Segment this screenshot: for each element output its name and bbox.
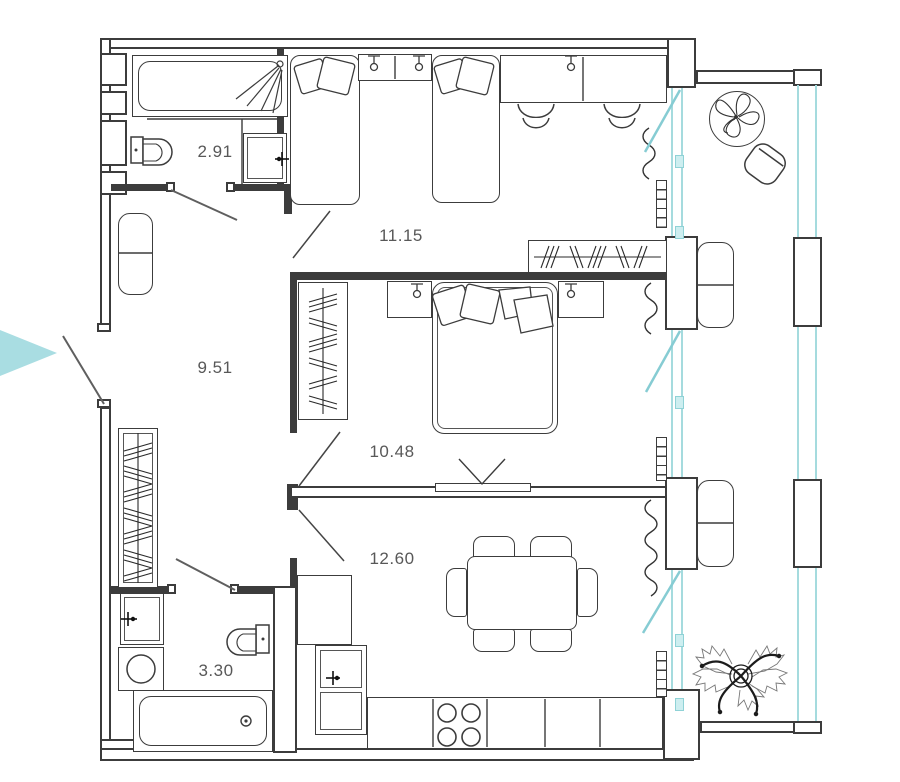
- dining-chair: [473, 629, 515, 652]
- door-jamb: [226, 182, 235, 192]
- door-jamb: [230, 584, 239, 594]
- bedroom-wardrobe: [298, 282, 348, 420]
- glazing-line: [671, 570, 673, 689]
- window-handle: [675, 698, 684, 711]
- wall-bath1-right: [277, 48, 284, 188]
- glazing-line: [671, 330, 673, 477]
- door-jamb: [167, 584, 176, 594]
- wardrobe-horizontal: [528, 240, 667, 273]
- toilet-icon: [226, 624, 270, 656]
- washing-machine: [118, 647, 164, 691]
- glazing-line-outer: [797, 85, 799, 721]
- balcony-corner-tr: [793, 69, 822, 86]
- fridge: [297, 575, 352, 645]
- large-plant-stems: [701, 653, 780, 715]
- balcony-round-table: [709, 91, 765, 147]
- curtain-icon: [642, 127, 658, 597]
- window-handle: [675, 634, 684, 647]
- wall-stub-1115: [284, 184, 292, 214]
- large-plant-icon: [691, 644, 789, 712]
- wall-bath2-right: [273, 586, 297, 753]
- kitchen-counter: [367, 697, 663, 749]
- nightstand: [558, 281, 604, 318]
- wall-pier: [100, 120, 127, 166]
- kitchen-sink-cell: [320, 650, 362, 688]
- hallway-wardrobe-inner: [123, 433, 153, 583]
- room-area-label: 2.91: [197, 142, 233, 161]
- wall-left-lower: [100, 407, 111, 760]
- window-pillar: [793, 237, 822, 327]
- window-handle: [675, 226, 684, 239]
- room-area-label: 9.51: [197, 358, 233, 377]
- bathtub-inner: [138, 61, 282, 111]
- wall-1260-left: [290, 558, 297, 588]
- wall-column-mid2: [665, 477, 698, 570]
- wall-1048-left: [290, 280, 297, 433]
- single-bed: [432, 55, 500, 203]
- wall-bath2-top: [239, 586, 273, 594]
- entrance-jamb: [97, 323, 111, 332]
- window-handle: [675, 396, 684, 409]
- window-handle: [675, 155, 684, 168]
- sink-basin: [247, 137, 283, 179]
- balcony-chair-icon: [744, 143, 786, 185]
- hallway-bench: [118, 213, 153, 295]
- wall-top: [100, 38, 670, 49]
- balcony-armchair: [697, 242, 734, 328]
- dining-chair: [577, 568, 598, 617]
- wall-column-mid1: [665, 236, 698, 330]
- dining-chair: [530, 629, 572, 652]
- desk: [500, 55, 667, 103]
- dining-table: [467, 556, 577, 630]
- room-area-label: 10.48: [369, 442, 415, 461]
- kitchen-sink-unit: [315, 645, 367, 735]
- wall-pier: [100, 91, 127, 115]
- tv: [435, 483, 531, 492]
- dining-chair: [446, 568, 467, 617]
- large-plant-center: [699, 653, 782, 717]
- wall-1115-1048: [290, 272, 667, 280]
- sink-basin: [124, 597, 160, 641]
- toilet-icon: [130, 136, 173, 166]
- double-bed-inner: [437, 287, 553, 429]
- nightstand-shelf: [358, 54, 432, 81]
- balcony-corner-br: [793, 721, 822, 734]
- entrance-arrow: [0, 330, 57, 376]
- single-bed: [290, 55, 360, 205]
- glazing-line: [681, 570, 683, 689]
- wall-pier: [100, 53, 127, 86]
- wall-bath2-top: [111, 586, 172, 594]
- wall-bath1-bottom: [111, 184, 171, 191]
- window-pillar: [793, 479, 822, 568]
- kitchen-sink-cell: [320, 692, 362, 730]
- wall-pier: [100, 171, 127, 195]
- room-area-label: 12.60: [369, 549, 415, 568]
- room-area-label: 3.30: [198, 661, 234, 680]
- wall-bath1-bottom: [231, 184, 284, 191]
- radiator: [656, 437, 667, 481]
- balcony-armchair: [697, 480, 734, 567]
- bathtub-inner: [139, 696, 267, 746]
- glazing-line: [671, 88, 673, 236]
- nightstand: [387, 281, 432, 318]
- room-area-label: 11.15: [379, 226, 423, 245]
- wall-column-balcony-top: [667, 38, 696, 88]
- radiator: [656, 651, 667, 697]
- door-jamb: [166, 182, 175, 192]
- radiator: [656, 180, 667, 228]
- tv-mount-mark: [458, 458, 506, 486]
- glazing-line-outer: [815, 85, 817, 721]
- desk-chair-icon: [517, 103, 641, 129]
